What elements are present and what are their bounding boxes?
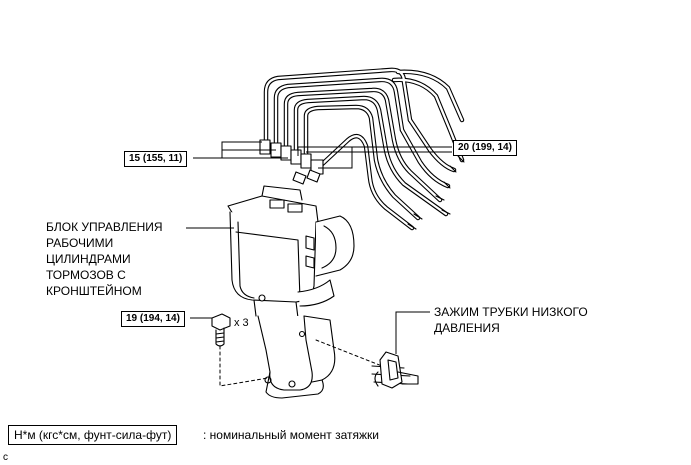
torque-callout-right: 20 (199, 14)	[453, 140, 517, 156]
clamp-label-line: ЗАЖИМ ТРУБКИ НИЗКОГО	[434, 305, 588, 319]
clamp-label: ЗАЖИМ ТРУБКИ НИЗКОГО ДАВЛЕНИЯ	[434, 304, 588, 336]
leader-lines	[186, 141, 452, 354]
low-pressure-tube-clamp	[371, 351, 419, 389]
brake-actuator-block	[227, 185, 355, 319]
brake-tubes	[259, 67, 465, 231]
torque-callout-left: 15 (155, 11)	[124, 151, 188, 167]
actuator-label-line: КРОНШТЕЙНОМ	[46, 284, 142, 298]
actuator-bracket	[257, 315, 336, 399]
actuator-label-line: РАБОЧИМИ	[46, 236, 114, 250]
actuator-label-line: ЦИЛИНДРАМИ	[46, 252, 131, 266]
actuator-label-line: ТОРМОЗОВ С	[46, 268, 126, 282]
bolt-quantity: x 3	[234, 317, 249, 329]
corner-mark: c	[3, 452, 8, 463]
mounting-bolt	[211, 313, 231, 347]
installation-dashed-lines	[219, 339, 383, 387]
clamp-label-line: ДАВЛЕНИЯ	[434, 321, 500, 335]
actuator-label-line: БЛОК УПРАВЛЕНИЯ	[46, 220, 163, 234]
torque-units-legend-box: Н*м (кгс*см, фунт-сила-фут)	[8, 425, 178, 445]
torque-units-legend-description: : номинальный момент затяжки	[203, 428, 379, 442]
torque-callout-bolt: 19 (194, 14)	[121, 311, 185, 327]
actuator-label: БЛОК УПРАВЛЕНИЯ РАБОЧИМИ ЦИЛИНДРАМИ ТОРМ…	[46, 219, 163, 299]
